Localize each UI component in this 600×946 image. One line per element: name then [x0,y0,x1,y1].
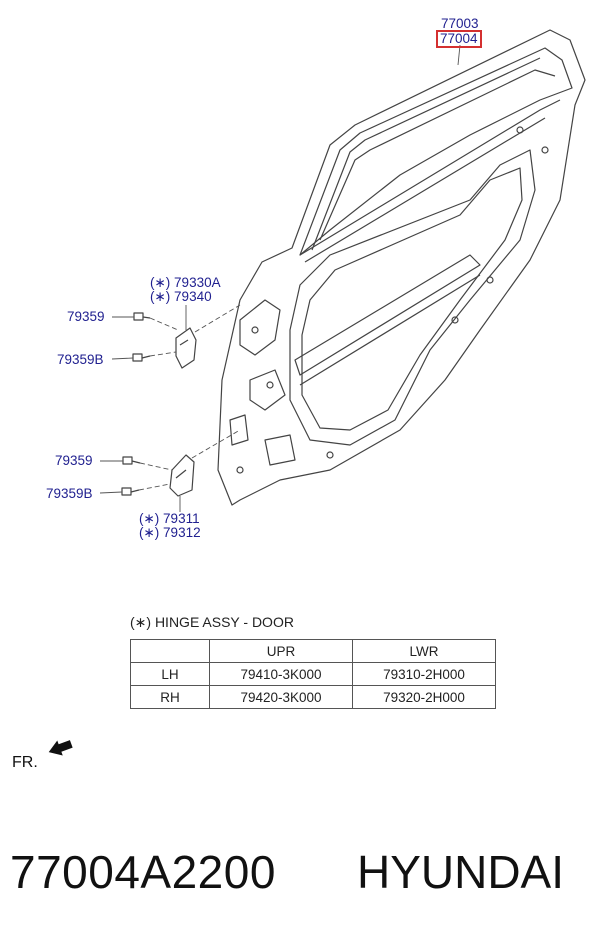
footer-brand: HYUNDAI [357,846,565,898]
upper-hinge-shape [175,327,197,369]
table-header-cell [130,639,210,663]
table-cell: LH [130,662,210,686]
table-header-cell: LWR [352,639,496,663]
table-cell: 79410-3K000 [209,662,353,686]
callout-79359b-upper: 79359B [57,352,104,367]
front-direction-label: FR. [12,754,38,771]
footer-part-number: 77004A2200 [10,846,276,898]
lower-bolt-b [121,487,140,496]
callout-77004-highlighted[interactable]: 77004 [436,30,482,48]
callout-79312: (∗) 79312 [139,525,201,540]
callout-79340: (∗) 79340 [150,289,212,304]
impact-beam [294,254,481,376]
table-row: RH 79420-3K000 79320-2H000 [130,685,496,709]
callout-79359-lower: 79359 [55,453,93,468]
hinge-table-title: (∗) HINGE ASSY - DOOR [130,614,294,630]
inner-panel-opening [289,149,536,446]
table-cell: RH [130,685,210,709]
door-frame-outline [217,29,586,506]
table-cell: 79320-2H000 [352,685,496,709]
upper-bolt-b [132,353,151,362]
door-panel-drawing [48,29,586,756]
lower-bolt-a [122,456,141,465]
table-header-row: UPR LWR [130,639,496,663]
upper-bolt-a [133,312,151,321]
callout-79359b-lower: 79359B [46,486,93,501]
hinge-assy-table: UPR LWR LH 79410-3K000 79310-2H000 RH 79… [130,639,496,709]
table-header-cell: UPR [209,639,353,663]
callout-79330a: (∗) 79330A [150,275,221,290]
callout-77003: 77003 [441,16,479,31]
callout-79359-upper: 79359 [67,309,105,324]
table-cell: 79420-3K000 [209,685,353,709]
lower-hinge-shape [169,454,195,497]
callout-79311: (∗) 79311 [139,511,200,526]
window-frame-inner [299,47,573,256]
table-cell: 79310-2H000 [352,662,496,686]
table-row: LH 79410-3K000 79310-2H000 [130,662,496,686]
front-arrow-icon [48,740,73,756]
